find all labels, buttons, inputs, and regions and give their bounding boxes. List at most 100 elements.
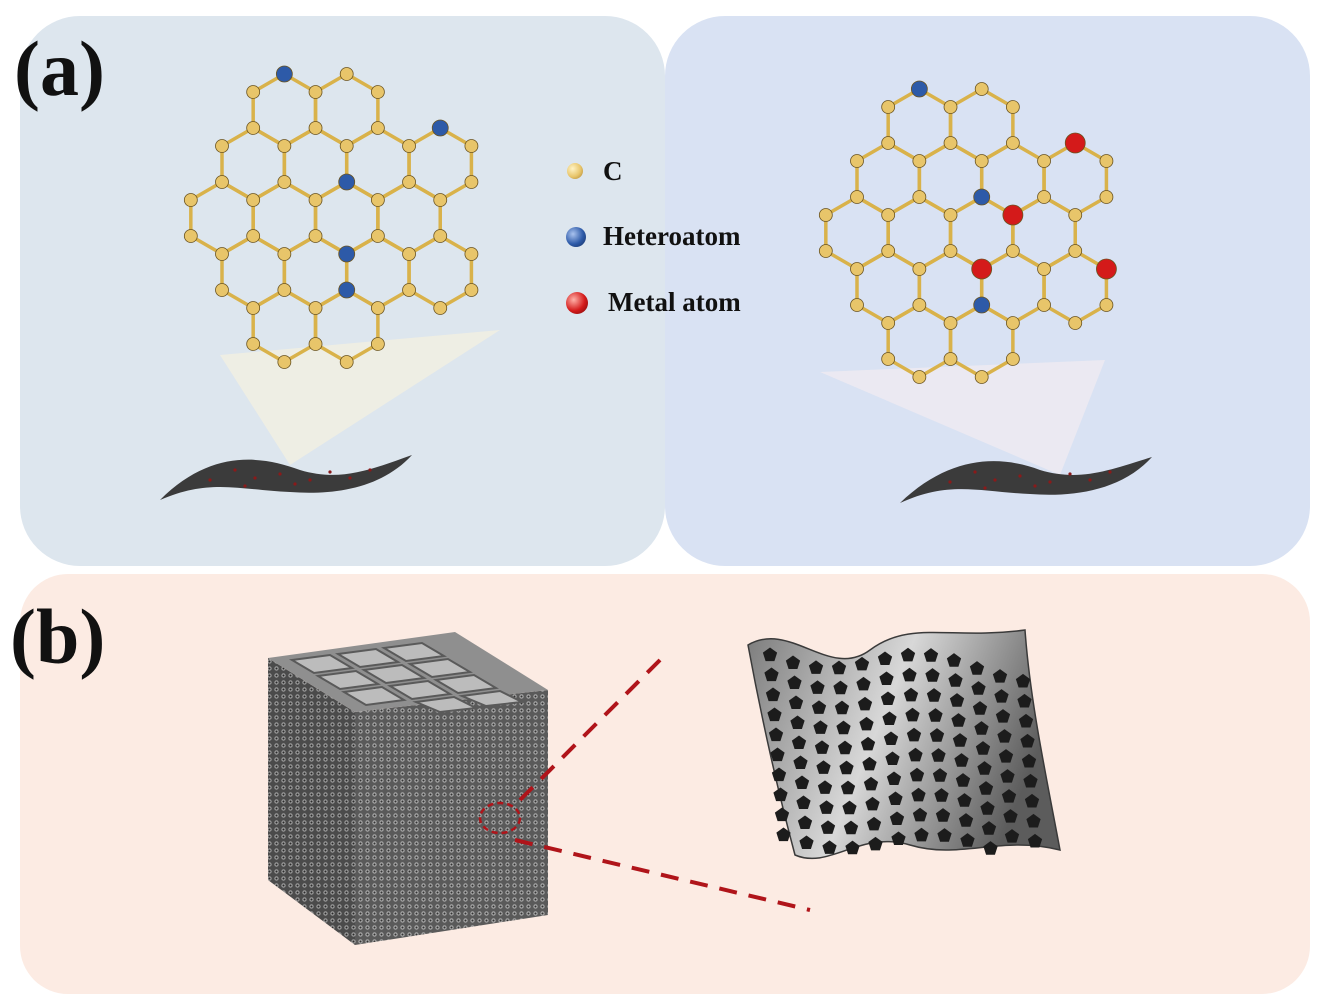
- carbon-atom: [818, 208, 833, 222]
- carbon-atom: [1037, 190, 1051, 204]
- sheet-pore: [1020, 733, 1035, 748]
- carbon-atom: [464, 139, 479, 153]
- carbon-atom: [881, 100, 896, 114]
- carbon-atom: [1005, 316, 1020, 330]
- sheet-pore: [905, 707, 920, 722]
- sheet-pore: [889, 811, 905, 826]
- sheet-pore: [836, 720, 851, 735]
- carbon-atom: [943, 136, 958, 150]
- carbon-atom: [943, 352, 958, 366]
- sheet-pore: [813, 720, 828, 734]
- carbon-atom: [215, 139, 229, 153]
- sheet-pore: [931, 748, 946, 762]
- carbon-atom: [370, 301, 385, 315]
- carbon-atom: [912, 298, 927, 312]
- sheet-pore: [969, 661, 985, 675]
- carbon-sheet-left: [160, 455, 412, 500]
- carbon-atom: [974, 154, 989, 168]
- metal-atom: [1096, 258, 1117, 280]
- carbon-atom: [370, 337, 385, 351]
- sheet-pore: [771, 767, 787, 782]
- sheet-pore: [797, 815, 813, 830]
- panel-b-label: (b): [10, 593, 106, 680]
- sheet-pore: [1024, 793, 1040, 808]
- sheet-pore: [845, 840, 860, 855]
- legend-label-carbon: C: [603, 156, 623, 186]
- carbon-atom: [912, 370, 927, 384]
- sheet-pore: [822, 840, 837, 854]
- carbon-atom: [308, 337, 323, 351]
- carbon-atom: [402, 175, 416, 189]
- sheet-pore: [1023, 773, 1038, 788]
- sheet-pore: [957, 793, 972, 807]
- sheet-pore: [903, 687, 919, 702]
- carbon-atom: [850, 262, 864, 276]
- sheet-pore: [799, 835, 814, 850]
- sheet-pore: [998, 749, 1014, 763]
- sheet-pore: [992, 669, 1008, 683]
- sheet-pore: [831, 660, 847, 675]
- legend-label-heteroatom: Heteroatom: [603, 221, 741, 251]
- carbon-atom: [464, 247, 479, 261]
- sheet-pore: [762, 647, 778, 662]
- sheet-pore: [774, 807, 790, 822]
- carbon-atom: [943, 208, 958, 222]
- carbon-atom: [433, 193, 448, 207]
- sheet-pore: [868, 836, 883, 851]
- carbon-atom: [308, 85, 323, 99]
- sheet-pore: [808, 660, 824, 674]
- zoomed-porous-sheet: [747, 629, 1061, 860]
- carbon-atom: [912, 262, 927, 276]
- sheet-pore: [911, 787, 926, 802]
- heteroatom: [973, 296, 991, 314]
- carbon-atom: [215, 247, 229, 261]
- metal-atom: [971, 258, 993, 280]
- carbon-atom: [308, 193, 323, 207]
- sheet-pore: [972, 701, 988, 715]
- carbon-atom: [277, 283, 292, 297]
- carbon-atom: [1068, 316, 1083, 330]
- sheet-pore: [975, 741, 991, 755]
- carbon-atom: [246, 121, 261, 135]
- sheet-pore: [882, 711, 897, 726]
- sheet-pore: [977, 761, 992, 775]
- sheet-pore: [859, 716, 874, 731]
- carbon-atom: [339, 67, 354, 81]
- carbon-atom: [1068, 208, 1083, 222]
- sheet-pore: [790, 715, 805, 730]
- carbon-atom: [308, 301, 323, 315]
- sheet-pore: [981, 821, 997, 835]
- sheet-pore: [820, 820, 836, 834]
- sheet-pore: [952, 733, 968, 747]
- zoom-cone-right: [820, 360, 1105, 475]
- carbon-atom: [277, 355, 292, 369]
- carbon-atom: [183, 229, 198, 243]
- sheet-pore: [960, 833, 975, 847]
- sheet-pore: [788, 695, 804, 710]
- sheet-pore: [854, 656, 870, 671]
- sheet-pore: [888, 791, 903, 806]
- sheet-pore: [1004, 829, 1020, 843]
- sheet-pore: [837, 740, 853, 755]
- carbon-atom: [246, 193, 261, 207]
- carbon-atom: [339, 355, 354, 369]
- sheet-pore: [994, 689, 1009, 703]
- cube-top-cells: [288, 641, 526, 714]
- carbon-atom: [1005, 244, 1020, 258]
- carbon-atom: [1099, 154, 1114, 168]
- carbon-atom: [881, 244, 896, 258]
- carbon-atom: [370, 229, 385, 243]
- sheet-pore: [900, 647, 916, 662]
- carbon-atom: [339, 139, 354, 153]
- carbon-atom: [246, 301, 261, 315]
- carbon-atom: [277, 175, 292, 189]
- sheet-pore: [885, 751, 900, 766]
- sheet-pore: [866, 816, 882, 831]
- sheet-pore: [912, 807, 928, 822]
- sheet-pore: [951, 713, 966, 727]
- carbon-atom: [943, 100, 958, 114]
- sheet-pore: [776, 827, 791, 842]
- heteroatom: [910, 80, 928, 98]
